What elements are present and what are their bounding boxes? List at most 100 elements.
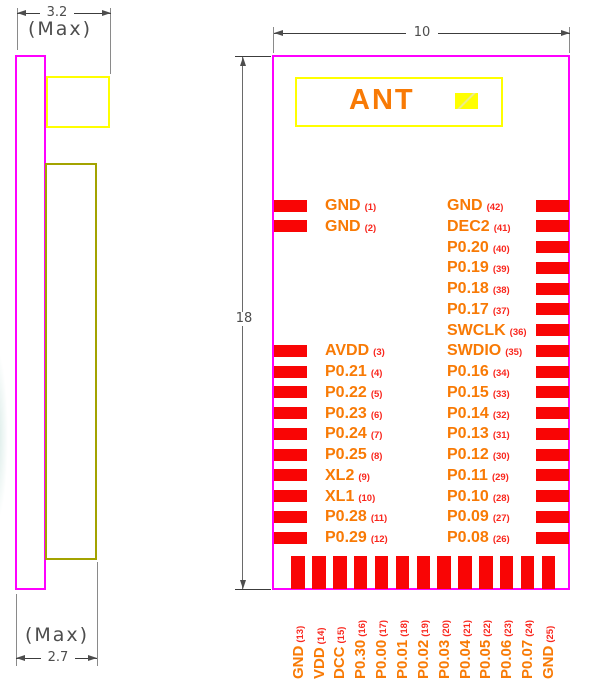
dim-arrow-left-icon bbox=[274, 30, 283, 36]
dim-arrow-right-icon bbox=[88, 655, 97, 661]
pin-label-bottom: VDD(14) bbox=[310, 627, 328, 679]
pin-label-bottom: P0.04(21) bbox=[456, 619, 474, 679]
pin-label-left: P0.22(5) bbox=[325, 383, 383, 401]
pin-label-right: DEC2(41) bbox=[447, 217, 511, 235]
pin-pad-bottom bbox=[353, 556, 368, 589]
pin-label-right: P0.16(34) bbox=[447, 363, 510, 380]
pin-pad-left bbox=[274, 365, 307, 378]
dim-arrow-up-icon bbox=[240, 57, 246, 66]
module-width-value: 10 bbox=[406, 26, 438, 40]
pin-pad-left bbox=[274, 407, 307, 419]
pin-pad-right bbox=[536, 407, 569, 419]
pin-pad-right bbox=[536, 344, 569, 357]
pin-pad-right bbox=[536, 427, 569, 440]
pin-label-bottom: P0.01(18) bbox=[393, 619, 411, 679]
pin-pad-left bbox=[274, 344, 307, 357]
pin-pad-left bbox=[274, 448, 307, 461]
extension-line bbox=[110, 8, 111, 74]
side-pcb-outline bbox=[15, 55, 46, 590]
extension-line bbox=[16, 594, 17, 666]
side-thickness-top-value: 3.2 bbox=[40, 6, 74, 20]
pin-pad-bottom bbox=[312, 556, 326, 589]
pin-pad-bottom bbox=[458, 556, 472, 589]
module-outline bbox=[272, 55, 570, 590]
pin-label-bottom: P0.07(24) bbox=[519, 619, 536, 679]
pin-pad-left bbox=[274, 469, 307, 482]
pin-label-left: XL1(10) bbox=[325, 487, 376, 505]
pin-label-bottom: GND(13) bbox=[289, 625, 307, 679]
side-thickness-bottom-value: 2.7 bbox=[41, 651, 75, 665]
pin-pad-bottom bbox=[416, 556, 430, 589]
extension-line bbox=[17, 8, 18, 50]
pin-pad-left bbox=[274, 531, 307, 544]
dim-arrow-left-icon bbox=[16, 655, 25, 661]
pin-label-right: SWCLK(36) bbox=[447, 321, 527, 339]
pin-label-bottom: GND(25) bbox=[539, 625, 557, 679]
pin-label-left: P0.29(12) bbox=[325, 529, 388, 546]
pin-label-right: P0.19(39) bbox=[447, 259, 510, 277]
pin-pad-bottom bbox=[499, 556, 514, 589]
side-antenna-outline bbox=[46, 76, 110, 128]
pin-pad-right bbox=[536, 386, 569, 399]
pin-pad-bottom bbox=[395, 556, 410, 589]
pin-pad-right bbox=[536, 510, 569, 523]
extension-line bbox=[97, 562, 98, 666]
pin-label-right: P0.20(40) bbox=[447, 238, 510, 256]
module-height-value: 18 bbox=[229, 312, 259, 326]
pin-pad-right bbox=[536, 261, 569, 274]
pin-pad-left bbox=[274, 427, 307, 440]
pin-label-bottom: P0.05(22) bbox=[477, 619, 495, 679]
pin-label-left: P0.21(4) bbox=[325, 363, 383, 380]
pin-label-left: P0.25(8) bbox=[325, 446, 383, 463]
pin-pad-left bbox=[274, 386, 307, 399]
pin-pad-right bbox=[536, 303, 569, 316]
pin-label-bottom: DCC(15) bbox=[331, 626, 349, 679]
extension-line bbox=[569, 27, 570, 53]
pin-pad-left bbox=[274, 220, 307, 233]
dim-arrow-right-icon bbox=[561, 30, 570, 36]
pin-pad-bottom bbox=[333, 556, 347, 589]
pin-pad-right bbox=[536, 490, 569, 502]
pin-label-left: GND(1) bbox=[325, 197, 377, 214]
pin-pad-right bbox=[536, 531, 569, 544]
pin-label-bottom: P0.02(19) bbox=[414, 619, 432, 679]
antenna-feed-pad bbox=[455, 93, 478, 109]
pin-pad-left bbox=[274, 490, 307, 502]
pin-label-left: GND(2) bbox=[325, 217, 377, 235]
side-thickness-bottom-note: (Max) bbox=[24, 624, 90, 646]
pin-label-right: P0.11(29) bbox=[447, 466, 509, 484]
pin-label-bottom: P0.06(23) bbox=[498, 619, 516, 679]
pin-label-right: P0.15(33) bbox=[447, 383, 510, 401]
pin-label-left: XL2(9) bbox=[325, 466, 370, 484]
pin-label-right: P0.08(26) bbox=[447, 529, 510, 546]
pin-label-bottom: P0.30(16) bbox=[352, 619, 370, 679]
pin-pad-bottom bbox=[479, 556, 493, 589]
pin-label-left: P0.28(11) bbox=[325, 508, 388, 526]
pin-label-right: P0.17(37) bbox=[447, 300, 510, 318]
pin-label-left: AVDD(3) bbox=[325, 342, 385, 360]
pin-pad-right bbox=[536, 199, 569, 212]
pin-pad-bottom bbox=[374, 556, 389, 589]
pin-pad-bottom bbox=[541, 556, 556, 589]
pin-label-right: P0.14(32) bbox=[447, 404, 510, 422]
pin-label-left: P0.23(6) bbox=[325, 404, 383, 422]
dim-arrow-down-icon bbox=[240, 580, 246, 589]
pin-pad-left bbox=[274, 510, 307, 523]
pin-label-left: P0.24(7) bbox=[325, 425, 383, 443]
pin-pad-right bbox=[536, 220, 569, 233]
pin-pad-bottom bbox=[291, 556, 305, 589]
pin-label-right: P0.09(27) bbox=[447, 508, 510, 526]
side-thickness-top-note: (Max) bbox=[27, 18, 93, 40]
pin-label-right: GND(42) bbox=[447, 197, 504, 214]
antenna-label: ANT bbox=[349, 84, 415, 116]
pin-label-bottom: P0.03(20) bbox=[435, 619, 453, 679]
pin-label-right: P0.13(31) bbox=[447, 425, 510, 443]
pin-label-right: P0.10(28) bbox=[447, 487, 510, 505]
pin-pad-right bbox=[536, 282, 569, 295]
extension-line bbox=[273, 27, 274, 53]
dim-arrow-right-icon bbox=[102, 10, 111, 16]
pin-pad-bottom bbox=[437, 556, 451, 589]
pin-pad-right bbox=[536, 324, 569, 336]
dim-arrow-left-icon bbox=[17, 10, 26, 16]
antenna-area-outline bbox=[295, 77, 503, 127]
